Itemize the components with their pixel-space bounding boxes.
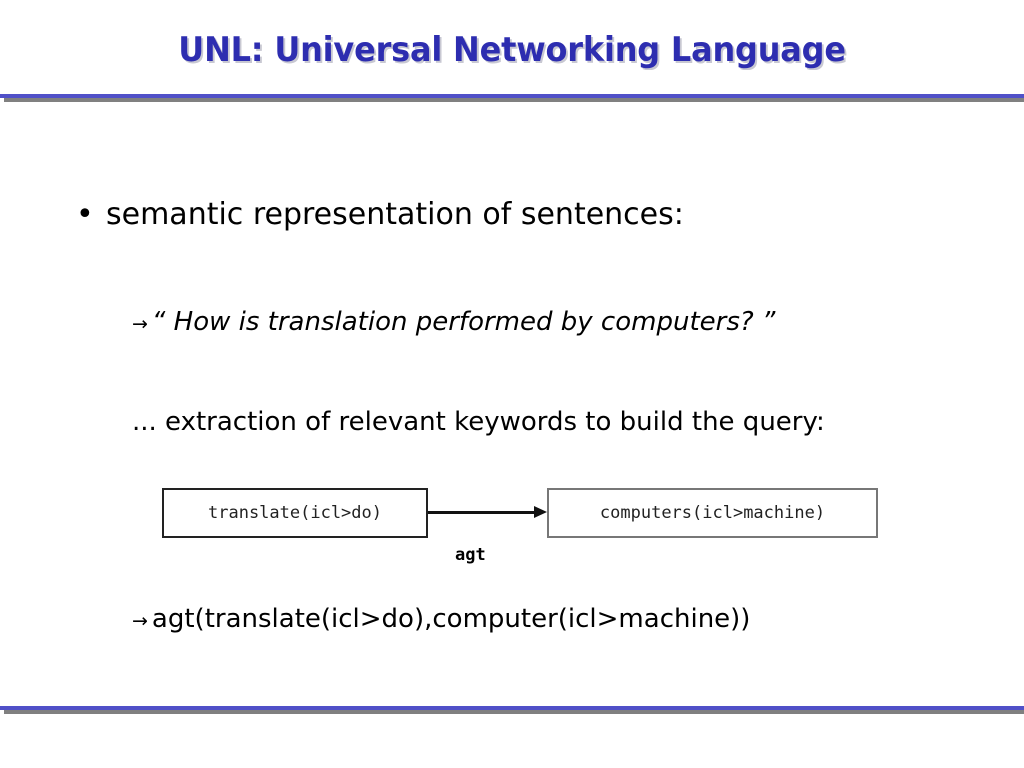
slide-body: • semantic representation of sentences: … xyxy=(0,110,1024,700)
divider-bottom xyxy=(0,706,1024,714)
sub-item-extraction: ... extraction of relevant keywords to b… xyxy=(132,408,825,437)
graph-node-source: translate(icl>do) xyxy=(162,488,428,538)
arrow-right-icon-result: → xyxy=(132,610,148,632)
sub-item-example-question: → “ How is translation performed by comp… xyxy=(132,308,775,337)
sub-item-unl-relation: → agt(translate(icl>do),computer(icl>mac… xyxy=(132,605,750,634)
bullet-item-label: semantic representation of sentences: xyxy=(106,197,684,232)
graph-edge-arrowhead-icon xyxy=(534,506,547,518)
unl-relation-text: agt(translate(icl>do),computer(icl>machi… xyxy=(151,604,751,634)
graph-edge-line xyxy=(428,511,538,514)
title-area: UNL: Universal Networking Language xyxy=(0,30,1024,70)
bullet-dot-icon: • xyxy=(76,197,94,232)
arrow-right-icon: → xyxy=(132,313,148,335)
page-title: UNL: Universal Networking Language xyxy=(178,30,846,70)
graph-edge-label: agt xyxy=(455,545,486,565)
unl-graph-diagram: translate(icl>do) agt computers(icl>mach… xyxy=(0,488,1024,578)
divider-top xyxy=(0,94,1024,102)
bullet-item-semantic-representation: • semantic representation of sentences: xyxy=(76,198,684,231)
graph-node-target: computers(icl>machine) xyxy=(547,488,878,538)
extraction-text: ... extraction of relevant keywords to b… xyxy=(132,407,825,437)
example-question-text: “ How is translation performed by comput… xyxy=(151,307,776,337)
